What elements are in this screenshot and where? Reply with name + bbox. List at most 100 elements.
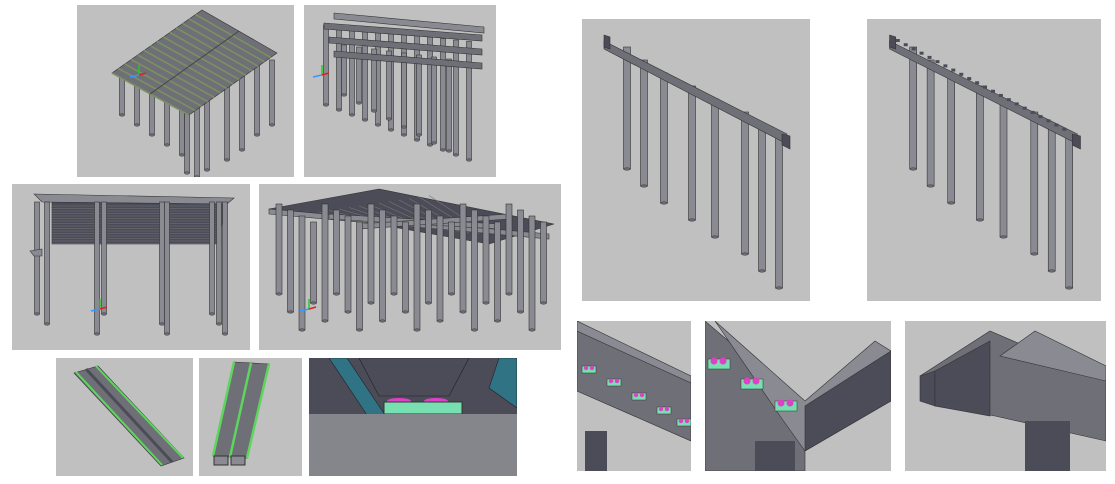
pile-column xyxy=(494,221,501,322)
pile-column xyxy=(224,84,230,161)
pile-tip xyxy=(414,138,420,142)
pile-tip xyxy=(741,252,749,256)
bearing-block xyxy=(1062,127,1067,131)
bearing-block xyxy=(903,43,908,47)
pile-column xyxy=(976,85,984,221)
pile-column xyxy=(275,203,283,295)
pile-tip xyxy=(505,292,513,296)
bearing-block xyxy=(895,39,900,42)
cap-end-block xyxy=(781,133,791,150)
pile-column xyxy=(194,100,200,177)
pile-column xyxy=(623,46,631,170)
pile-column xyxy=(741,111,749,255)
deck-girder xyxy=(163,36,240,81)
pile-column xyxy=(999,98,1008,238)
pile-tip xyxy=(517,310,524,314)
pile-tip xyxy=(999,235,1008,239)
pile-tip xyxy=(159,322,165,326)
pile-tip xyxy=(453,153,459,157)
pile-column xyxy=(640,59,648,187)
pile-tip xyxy=(287,310,294,314)
deck-girder xyxy=(188,18,265,63)
bearing-block xyxy=(983,85,988,89)
bearing-block xyxy=(990,89,995,93)
deck-girder xyxy=(182,22,259,67)
pile-column xyxy=(333,209,340,295)
axis-z-icon xyxy=(129,74,140,78)
pile-tip xyxy=(471,328,478,332)
pile-column xyxy=(528,215,536,331)
pile-tip xyxy=(119,113,125,117)
pile-tip xyxy=(425,301,432,305)
pile-tip xyxy=(758,269,766,273)
bearing-plate xyxy=(606,378,622,387)
pile-tip xyxy=(204,168,210,172)
pile-tip xyxy=(416,133,422,137)
pile-tip xyxy=(1047,269,1056,273)
bearing-block xyxy=(1030,110,1035,114)
pile-column xyxy=(947,72,955,204)
axis-x-icon xyxy=(308,306,317,310)
pile-tip xyxy=(688,218,696,222)
bearing-block xyxy=(975,81,980,85)
bearing-pad xyxy=(614,378,620,384)
pile-tip xyxy=(239,148,245,152)
bearing-plate xyxy=(656,406,672,415)
pile-column xyxy=(440,38,446,151)
bearing-block xyxy=(935,60,940,64)
pile-column xyxy=(1030,111,1039,255)
view-cap-block-closeup xyxy=(905,321,1106,471)
pile-tip xyxy=(440,148,446,152)
pile-tip xyxy=(362,118,368,122)
pile-tip xyxy=(321,319,329,323)
pile-column xyxy=(379,209,386,322)
pile-column xyxy=(344,215,352,313)
pile-column xyxy=(466,41,472,161)
pile-column xyxy=(459,203,467,313)
pile-column xyxy=(453,39,459,156)
pile-tip xyxy=(224,158,230,162)
pile-tip xyxy=(1030,252,1039,256)
pile-column xyxy=(413,203,421,331)
pile-tip xyxy=(947,201,955,205)
cap-end-block xyxy=(889,34,897,50)
pile-column xyxy=(216,201,222,325)
pile-column xyxy=(390,215,398,295)
bearing-pad xyxy=(639,392,645,398)
bearing-pad xyxy=(633,392,639,398)
cap-block-face xyxy=(919,370,936,407)
pile-tip xyxy=(436,319,444,323)
view-girder-top xyxy=(56,358,193,476)
bearing-plate xyxy=(631,392,647,401)
view-pier-top-iso xyxy=(77,5,294,177)
pile-column xyxy=(431,56,437,144)
pile-tip xyxy=(775,286,783,290)
pile-tip xyxy=(333,292,340,296)
pile-tip xyxy=(336,108,342,112)
axis-z-icon xyxy=(90,308,101,312)
bearing-block xyxy=(1038,115,1043,119)
pile-tip xyxy=(711,235,719,239)
cap-block-side xyxy=(934,340,991,417)
pile-tip xyxy=(909,167,917,171)
bearing-block xyxy=(1014,102,1019,106)
pile-column xyxy=(209,201,215,315)
girder-web xyxy=(358,358,470,397)
view-bent-cap-bearings xyxy=(867,19,1101,301)
pile-column xyxy=(401,52,407,128)
pile-column xyxy=(321,203,329,322)
bearing-pad xyxy=(719,357,727,365)
pile-column xyxy=(540,221,547,304)
pile-tip xyxy=(379,319,386,323)
pile-column xyxy=(204,99,210,171)
cap-end xyxy=(29,248,43,257)
pile-tip xyxy=(310,301,317,305)
pile-column xyxy=(926,59,935,187)
pile-tip xyxy=(1065,286,1073,290)
bearing-block xyxy=(943,64,948,68)
pile-tip xyxy=(269,123,275,127)
pile-column xyxy=(159,201,165,325)
girder-edge xyxy=(228,362,253,458)
pile-tip xyxy=(482,301,490,305)
bearing-pad xyxy=(743,377,751,385)
